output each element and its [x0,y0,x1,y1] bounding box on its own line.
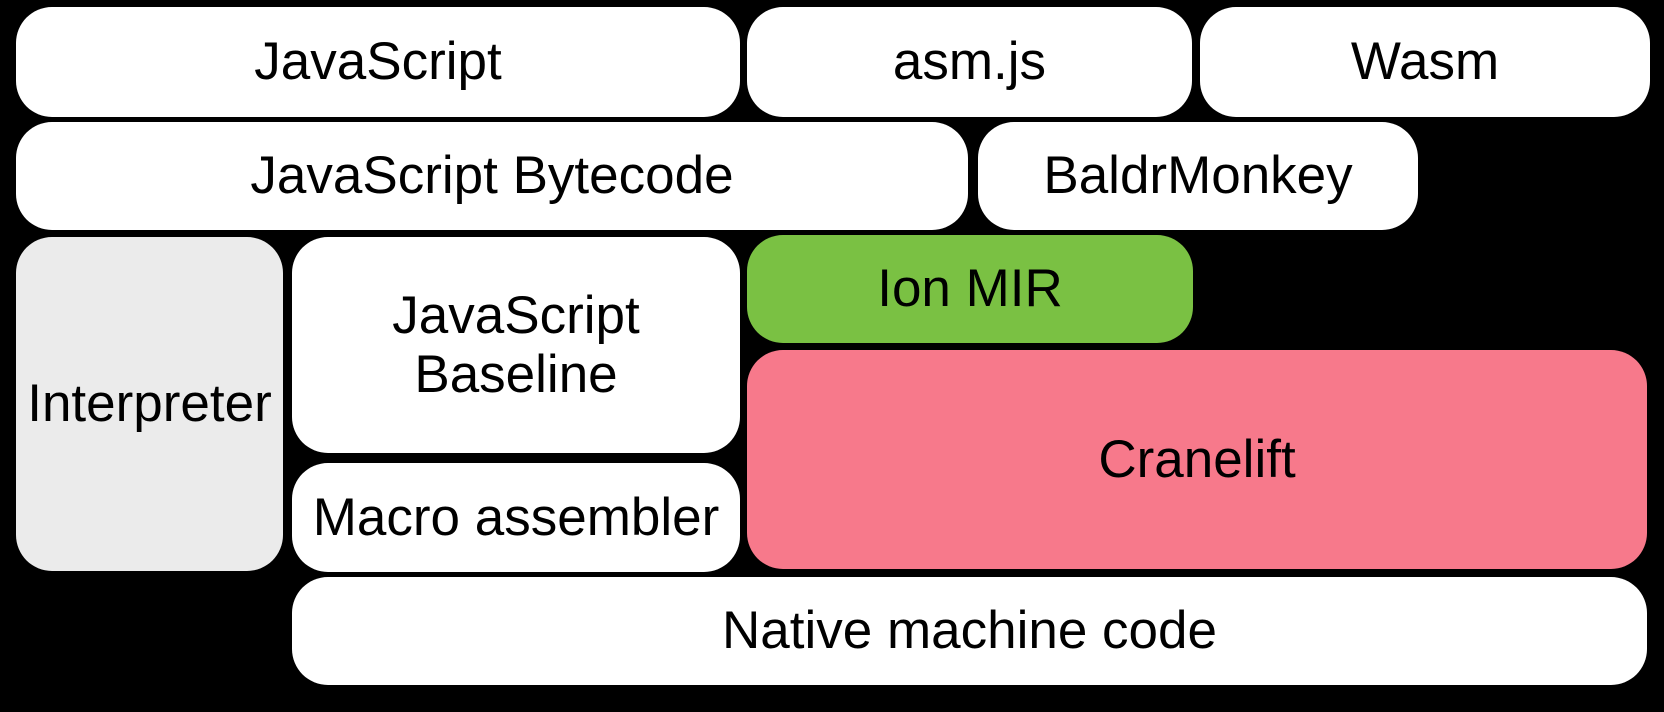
node-baldrmonkey: BaldrMonkey [978,122,1418,230]
node-javascript-baseline-label: JavaScript Baseline [392,285,640,404]
node-wasm: Wasm [1200,7,1650,117]
node-javascript: JavaScript [16,7,740,117]
node-cranelift-label: Cranelift [1098,429,1296,489]
node-interpreter: Interpreter [16,237,283,571]
node-javascript-bytecode-label: JavaScript Bytecode [250,146,734,206]
node-javascript-bytecode: JavaScript Bytecode [16,122,968,230]
node-javascript-baseline: JavaScript Baseline [292,237,740,453]
node-wasm-label: Wasm [1350,32,1500,92]
node-macro-assembler-label: Macro assembler [312,487,720,547]
node-javascript-label: JavaScript [254,32,502,92]
node-interpreter-label: Interpreter [27,374,272,434]
node-native-machine-code-label: Native machine code [722,601,1217,661]
node-ion-mir-label: Ion MIR [877,259,1063,319]
node-baldrmonkey-label: BaldrMonkey [1043,146,1353,206]
node-ion-mir: Ion MIR [747,235,1193,343]
node-asmjs-label: asm.js [892,32,1047,92]
node-macro-assembler: Macro assembler [292,463,740,572]
node-native-machine-code: Native machine code [292,577,1647,685]
node-cranelift: Cranelift [747,350,1647,569]
node-asmjs: asm.js [747,7,1192,117]
